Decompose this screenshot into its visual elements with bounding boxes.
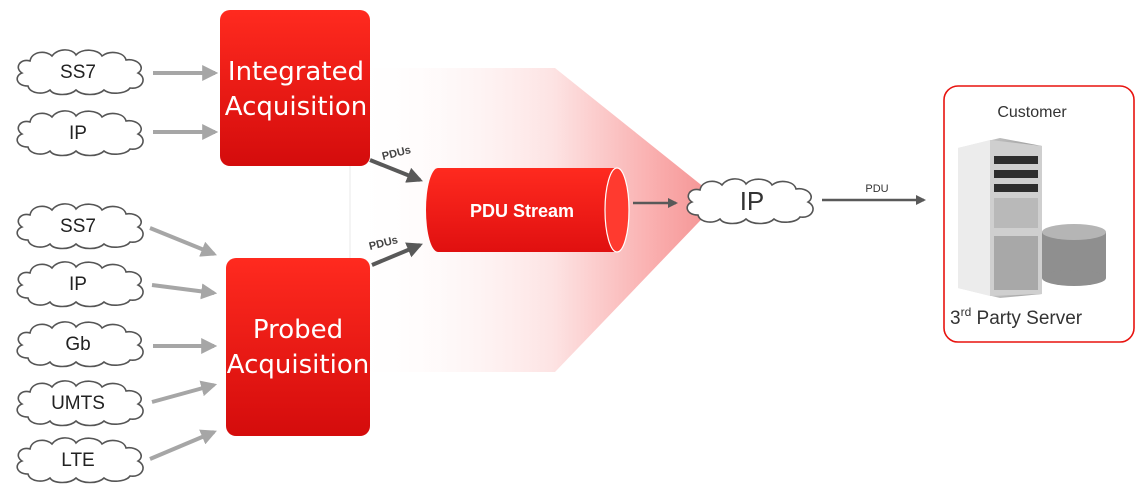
cloud-label: SS7 <box>60 62 96 83</box>
probed-box-line1: Probed <box>253 315 343 345</box>
cloud-label: IP <box>69 274 87 295</box>
input-cloud-lte: LTE <box>16 437 144 484</box>
customer-box: Customer 3rd Party Server <box>943 85 1135 343</box>
arrow-lte-to-probed <box>149 429 217 461</box>
integrated-box-line1: Integrated <box>228 57 364 87</box>
input-cloud-gb: Gb <box>16 321 144 368</box>
cloud-label: UMTS <box>51 393 105 414</box>
arrow-probed-to-stream <box>371 242 423 267</box>
server-label-superscript: rd <box>961 305 972 319</box>
input-cloud-ip-integrated: IP <box>16 110 144 157</box>
server-label-suffix: Party Server <box>971 308 1083 329</box>
database-icon <box>1042 224 1106 286</box>
pdu-label: PDU <box>865 183 888 195</box>
third-party-server-label: 3rd Party Server <box>950 305 1083 329</box>
cloud-label: SS7 <box>60 216 96 237</box>
arrow-ss7-to-probed <box>149 226 217 257</box>
cloud-label: IP <box>69 123 87 144</box>
probed-acquisition-box: Probed Acquisition <box>226 258 370 436</box>
input-cloud-ss7-probed: SS7 <box>16 203 144 250</box>
arrow-integrated-to-stream <box>369 158 423 183</box>
input-cloud-ip-probed: IP <box>16 261 144 308</box>
pdu-stream-cylinder: PDU Stream <box>426 167 630 253</box>
cloud-label: Gb <box>65 334 90 355</box>
ip-cloud-label: IP <box>740 186 765 216</box>
customer-title: Customer <box>997 104 1067 121</box>
input-cloud-ss7-integrated: SS7 <box>16 49 144 96</box>
input-cloud-umts: UMTS <box>16 380 144 427</box>
ip-cloud: IP <box>686 177 815 225</box>
arrow-ip-to-probed <box>151 283 218 300</box>
integrated-acquisition-box: Integrated Acquisition <box>220 10 370 166</box>
cloud-label: LTE <box>61 450 94 471</box>
pdu-stream-label: PDU Stream <box>470 201 574 221</box>
probed-box-line2: Acquisition <box>227 350 369 380</box>
server-icon <box>958 138 1042 298</box>
integrated-box-line2: Acquisition <box>225 92 367 122</box>
arrow-umts-to-probed <box>151 380 218 404</box>
server-label-prefix: 3 <box>950 308 961 329</box>
